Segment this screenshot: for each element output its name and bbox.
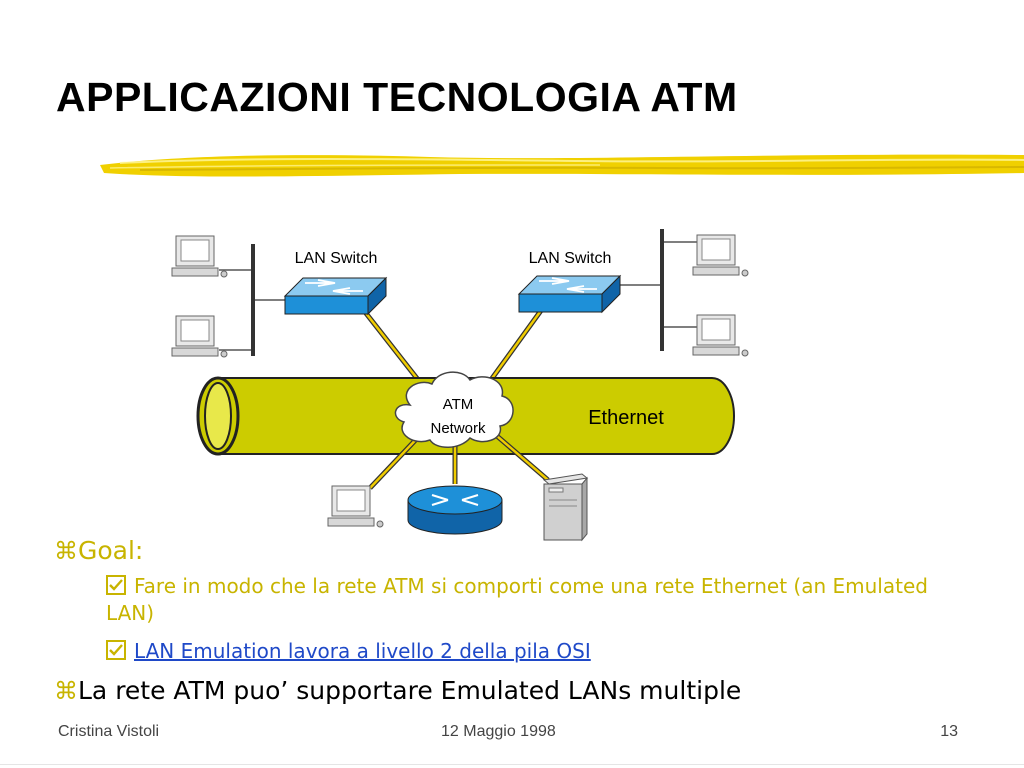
computer-icon: [171, 235, 228, 278]
footer-author: Cristina Vistoli: [58, 723, 160, 740]
left-lan-segment: [219, 244, 290, 356]
computer-icon: [327, 485, 384, 528]
sub-bullet-2: LAN Emulation lavora a livello 2 della p…: [106, 638, 591, 665]
bullet-goal: ⌘Goal:: [54, 536, 143, 565]
computer-icon: [171, 315, 228, 358]
checkbox-bullet-icon: [106, 575, 126, 595]
slide-title: APPLICAZIONI TECNOLOGIA ATM: [56, 74, 738, 120]
footer-page-number: 13: [940, 723, 958, 740]
atm-network-diagram: ATM Network Ethernet LAN Switch LAN Swit…: [171, 229, 749, 542]
lan-switch-right-label: LAN Switch: [529, 250, 612, 267]
right-lan-segment: [620, 229, 700, 351]
ethernet-label: Ethernet: [588, 407, 664, 429]
computer-icon: [692, 314, 749, 357]
bullet-main-2-text: La rete ATM puo’ supportare Emulated LAN…: [78, 676, 742, 705]
bullet-goal-text: Goal:: [78, 536, 144, 565]
computer-icon: [692, 234, 749, 277]
bullet-mark-icon: ⌘: [54, 677, 78, 705]
checkbox-bullet-icon: [106, 640, 126, 660]
cloud-label-line1: ATM: [443, 396, 474, 413]
lan-switch-left-label: LAN Switch: [295, 250, 378, 267]
sub-bullet-2-text: LAN Emulation lavora a livello 2 della p…: [134, 639, 591, 663]
bullet-main-2: ⌘La rete ATM puo’ supportare Emulated LA…: [54, 676, 741, 705]
server-icon: [542, 473, 589, 542]
atm-network-cloud: ATM Network: [394, 371, 514, 448]
footer-date: 12 Maggio 1998: [441, 723, 556, 740]
lan-switch-right-icon: [517, 274, 622, 314]
lan-switch-left-icon: [283, 276, 388, 316]
bullet-mark-icon: ⌘: [54, 537, 78, 565]
bottom-divider: [0, 764, 1024, 765]
cloud-label-line2: Network: [430, 420, 486, 437]
sub-bullet-1-text: Fare in modo che la rete ATM si comporti…: [106, 574, 928, 625]
sub-bullet-1: Fare in modo che la rete ATM si comporti…: [106, 573, 956, 627]
title-underline-brush: [100, 154, 1024, 177]
router-icon: [407, 485, 503, 535]
